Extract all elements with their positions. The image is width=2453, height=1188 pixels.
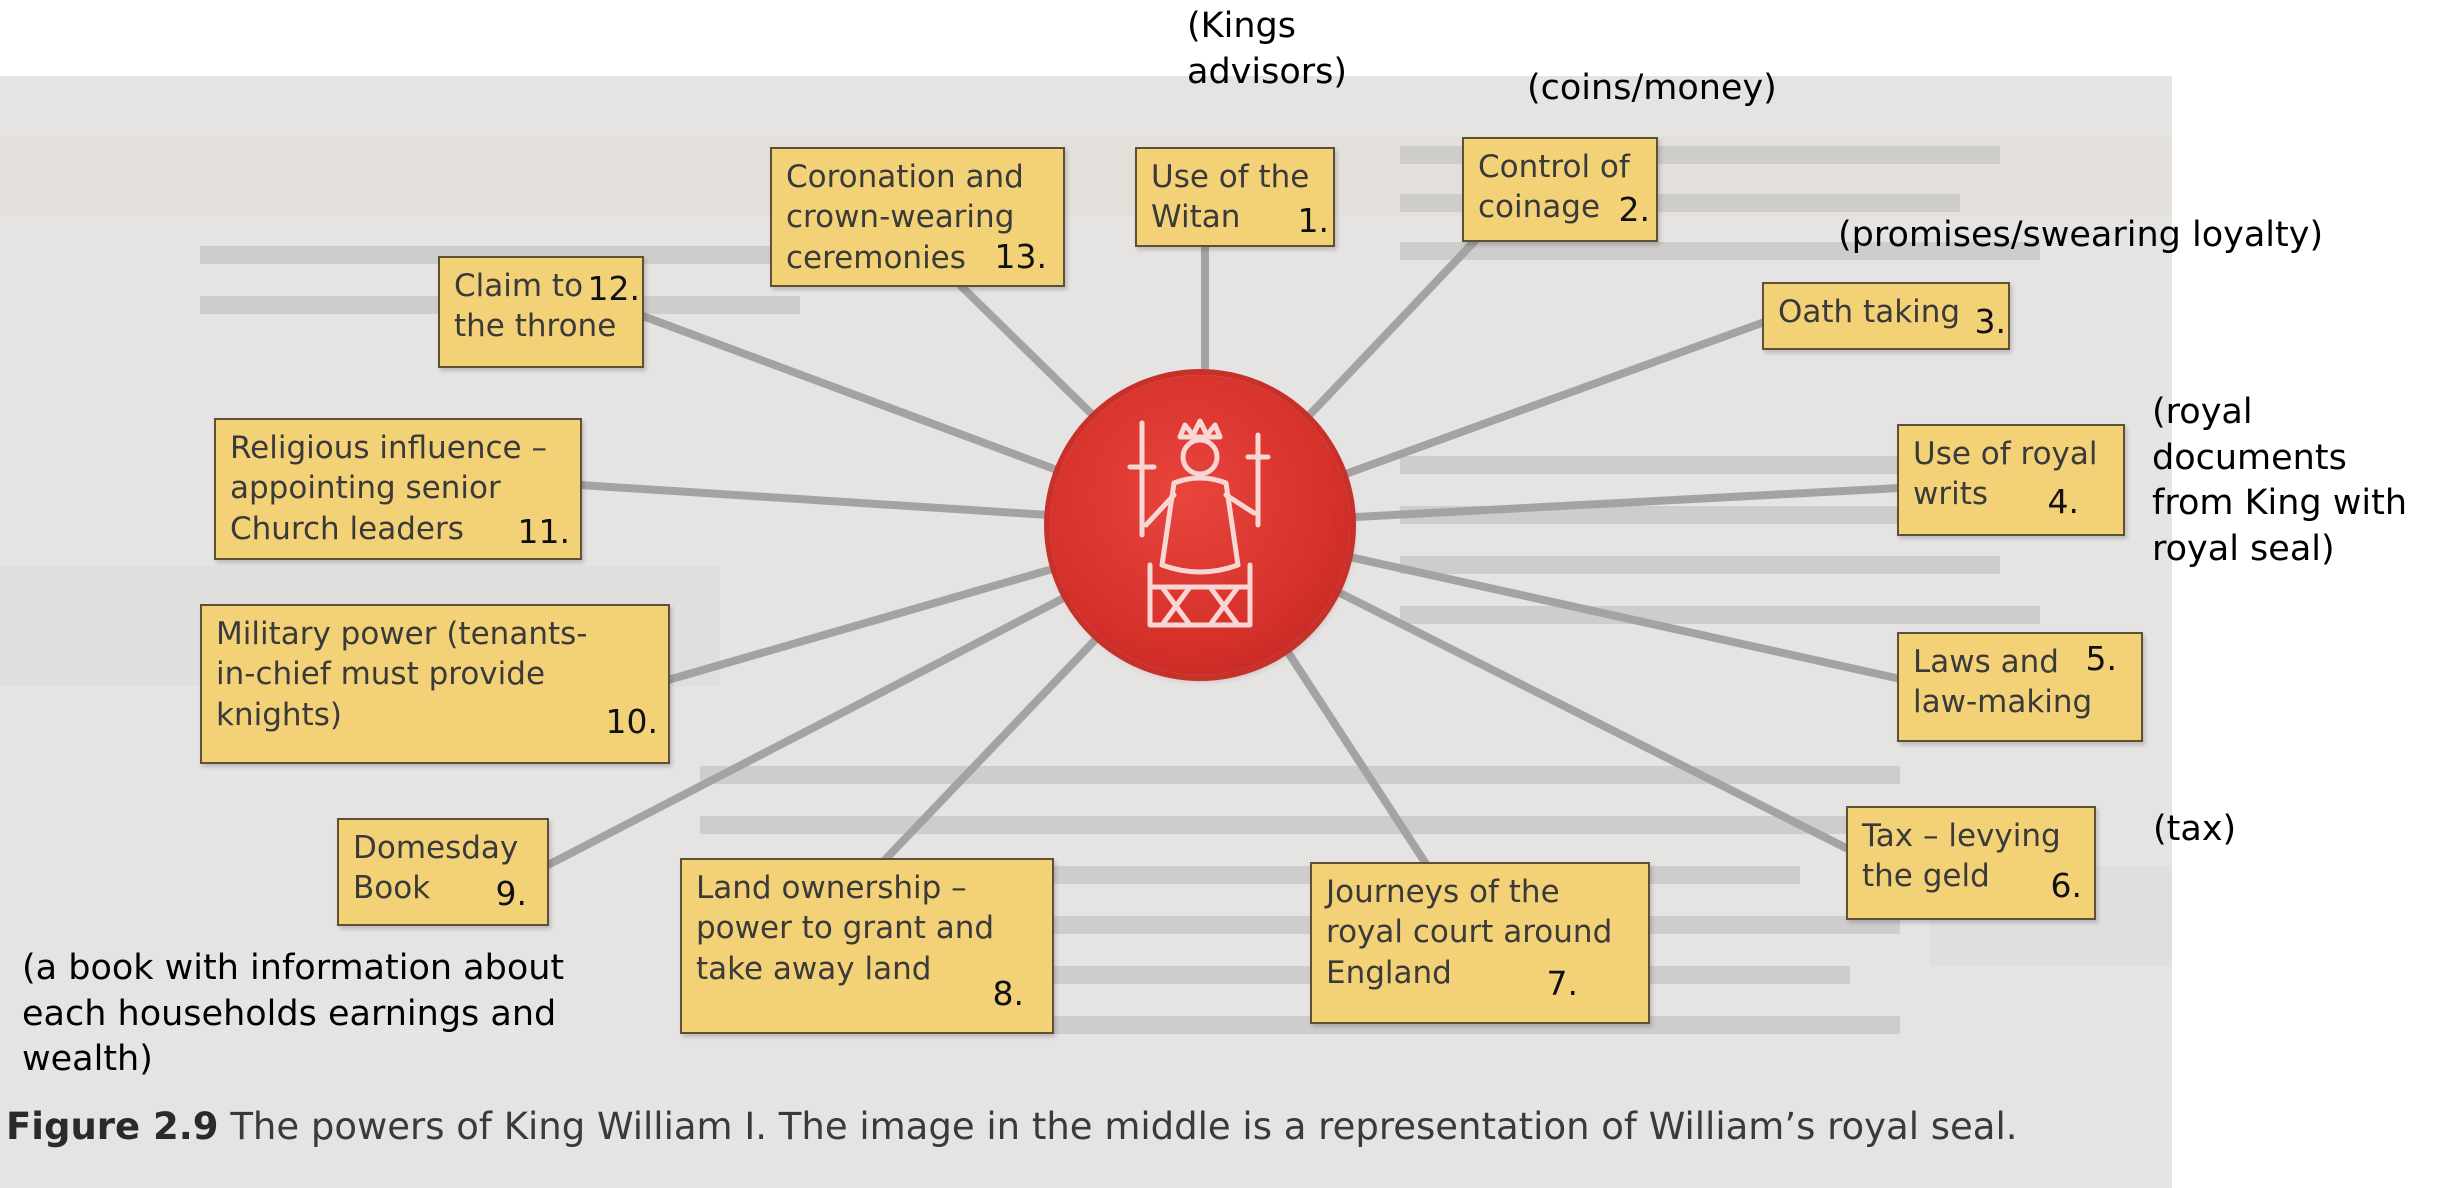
power-box-6: Tax – levying the geld 6.	[1846, 806, 2096, 920]
figure-caption: Figure 2.9 The powers of King William I.…	[6, 1105, 2018, 1148]
faded-line	[700, 816, 1950, 834]
faded-line	[1400, 456, 1980, 474]
power-box-2: Control of coinage 2.	[1462, 137, 1658, 242]
power-box-12: Claim to the throne 12.	[438, 256, 644, 368]
power-label: Domesday Book	[353, 830, 519, 907]
power-label: Use of the Witan	[1151, 159, 1310, 236]
power-number: 9.	[495, 874, 528, 914]
power-label: Tax – levying the geld	[1862, 818, 2061, 895]
faded-line	[1400, 242, 2040, 260]
power-label: Religious influence – appointing senior …	[230, 430, 547, 547]
sword-icon	[1127, 420, 1157, 538]
power-number: 7.	[1546, 964, 1579, 1004]
figure-label: Figure 2.9	[6, 1105, 219, 1148]
faded-line	[1400, 606, 2040, 624]
throne-icon	[1147, 562, 1253, 628]
power-label: Land ownership – power to grant and take…	[696, 870, 995, 987]
note-domesday: (a book with information about each hous…	[22, 948, 565, 1079]
power-box-4: Use of royal writs 4.	[1897, 424, 2125, 536]
robe-icon	[1159, 475, 1241, 575]
power-number: 6.	[2050, 866, 2083, 906]
note-tax: (tax)	[2153, 809, 2237, 849]
power-box-3: Oath taking 3.	[1762, 282, 2010, 350]
power-number: 13.	[994, 237, 1047, 277]
crown-icon	[1177, 418, 1223, 440]
power-number: 1.	[1297, 201, 1330, 241]
power-label: Coronation and crown-wearing ceremonies	[786, 159, 1024, 276]
power-number: 3.	[1974, 302, 2007, 342]
figure-caption-text: The powers of King William I. The image …	[218, 1105, 2018, 1148]
power-box-10: Military power (tenants- in-chief must p…	[200, 604, 670, 764]
sceptre-icon	[1245, 432, 1271, 528]
note-oath: (promises/swearing loyalty)	[1838, 215, 2324, 255]
note-witan: (Kings advisors)	[1187, 6, 1348, 92]
power-box-11: Religious influence – appointing senior …	[214, 418, 582, 560]
power-box-7: Journeys of the royal court around Engla…	[1310, 862, 1650, 1024]
power-number: 8.	[992, 974, 1025, 1014]
note-writs: (royal documents from King with royal se…	[2152, 392, 2408, 569]
power-box-5: Laws and law-making 5.	[1897, 632, 2143, 742]
power-label: Oath taking	[1778, 294, 1961, 330]
power-label: Control of coinage	[1478, 149, 1630, 226]
note-coinage: (coins/money)	[1527, 68, 1777, 108]
arms-icon	[1143, 492, 1257, 528]
power-number: 4.	[2047, 482, 2080, 522]
faded-line	[200, 246, 800, 264]
power-number: 5.	[2085, 639, 2118, 678]
power-number: 2.	[1618, 190, 1651, 230]
power-box-1: Use of the Witan 1.	[1135, 147, 1335, 247]
royal-seal-icon	[1050, 375, 1350, 675]
power-label: Use of royal writs	[1913, 436, 2098, 513]
power-number: 12.	[587, 269, 640, 308]
enthroned-king-icon	[1127, 418, 1271, 628]
power-box-8: Land ownership – power to grant and take…	[680, 858, 1054, 1034]
power-number: 11.	[517, 512, 570, 552]
power-label: Claim to the throne	[454, 268, 617, 345]
faded-line	[1400, 556, 2000, 574]
power-number: 10.	[605, 702, 658, 742]
power-label: Laws and law-making	[1913, 644, 2093, 721]
power-box-13: Coronation and crown-wearing ceremonies …	[770, 147, 1065, 287]
faded-line	[700, 766, 1900, 784]
power-label: Military power (tenants- in-chief must p…	[216, 616, 588, 733]
faded-line	[1400, 506, 2020, 524]
power-box-9: Domesday Book 9.	[337, 818, 549, 926]
head-icon	[1180, 437, 1220, 477]
power-label: Journeys of the royal court around Engla…	[1326, 874, 1613, 991]
